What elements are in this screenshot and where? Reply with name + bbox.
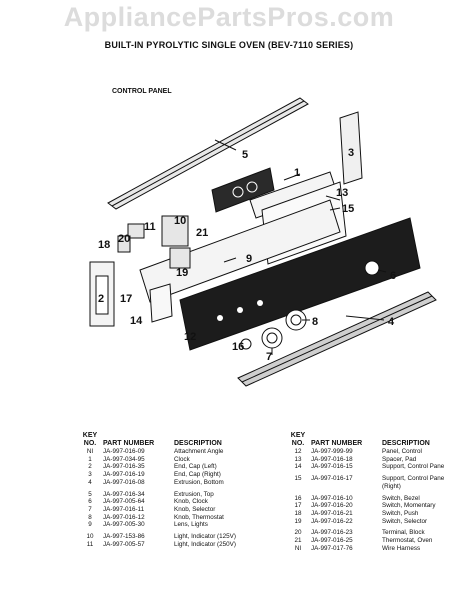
callout-10: 10: [174, 215, 186, 227]
exploded-parts-diagram: 1 2 3 4 5 6 7 8 9 10 11 12 13 14 15 16 1…: [89, 97, 437, 387]
callout-12: 12: [184, 331, 196, 343]
callout-9: 9: [246, 253, 252, 265]
table-row: (Right): [382, 482, 401, 490]
document-title: BUILT-IN PYROLYTIC SINGLE OVEN (BEV-7110…: [104, 40, 354, 50]
panel-back-plate: [139, 199, 341, 303]
push-switch: [117, 235, 131, 253]
callout-21: 21: [196, 227, 208, 239]
watermark: AppliancePartsPros.com: [63, 2, 395, 32]
callout-15: 15: [342, 203, 354, 215]
right-end-cap: [339, 111, 363, 185]
callout-2: 2: [98, 293, 104, 305]
callout-3: 3: [348, 147, 354, 159]
callout-16: 16: [232, 341, 244, 353]
diagram-callouts: 1 2 3 4 5 6 7 8 9 10 11 12 13 14 15 16 1…: [98, 147, 396, 363]
callout-13: 13: [336, 187, 348, 199]
callout-4: 4: [388, 316, 395, 328]
callout-19: 19: [176, 267, 188, 279]
switch-bezel: [240, 338, 252, 350]
callout-8: 8: [312, 316, 318, 328]
description-header: DESCRIPTION: [382, 440, 430, 447]
part-number-header: PART NUMBER: [103, 440, 155, 447]
callout-18: 18: [98, 239, 110, 251]
key-header-line2: NO.: [291, 440, 305, 447]
key-header-line1: KEY: [290, 432, 306, 439]
callout-1: 1: [294, 167, 300, 179]
thermostat: [161, 215, 189, 247]
callout-6: 6: [390, 270, 396, 282]
control-panel: [179, 217, 421, 351]
selector-knob: [261, 327, 283, 349]
section-label: CONTROL PANEL: [112, 88, 172, 95]
callout-11: 11: [144, 221, 156, 233]
callout-20: 20: [118, 233, 130, 245]
key-header-line1: KEY: [82, 432, 98, 439]
callout-7: 7: [266, 351, 272, 363]
part-number-header: PART NUMBER: [311, 440, 363, 447]
support-left: [149, 283, 173, 323]
callout-14: 14: [130, 315, 143, 327]
terminal-block: [127, 223, 145, 239]
description-header: DESCRIPTION: [174, 440, 222, 447]
selector-switch: [169, 247, 191, 269]
clock-knob: [364, 260, 380, 276]
callout-17: 17: [120, 293, 132, 305]
key-header-line2: NO.: [83, 440, 97, 447]
callout-5: 5: [242, 149, 248, 161]
